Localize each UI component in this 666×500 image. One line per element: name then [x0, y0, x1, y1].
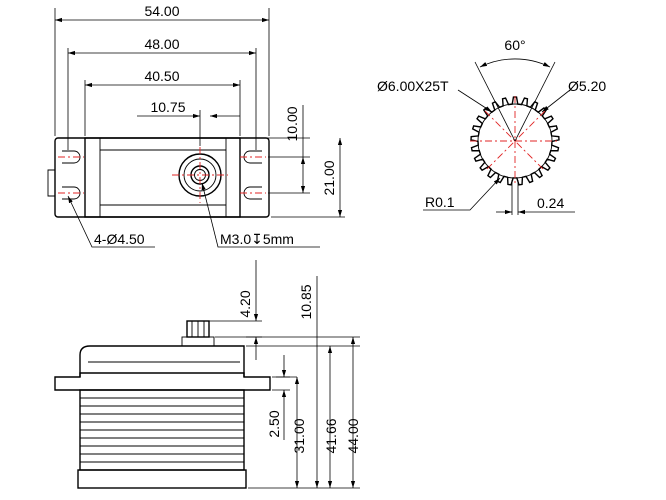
dim-label-shaft-height: 10.85 — [298, 284, 314, 319]
dim-label-overall-width: 54.00 — [144, 3, 179, 19]
spline-detail: 60° Ø6.00X25T Ø5.20 R0.1 0.24 — [377, 37, 606, 215]
dim-label-case-height: 41.66 — [323, 418, 339, 453]
callout-output-thread: M3.0↧5mm — [220, 231, 294, 247]
cooling-fins — [80, 397, 244, 463]
dim-label-total-height: 44.00 — [345, 418, 361, 453]
mount-hole-top-right — [240, 150, 266, 164]
spline-spec-label: Ø6.00X25T — [377, 78, 449, 94]
dim-label-body-depth: 21.00 — [321, 160, 337, 195]
dim-label-flange-thickness: 2.50 — [266, 410, 282, 437]
outer-diameter-label: Ø5.20 — [568, 78, 606, 94]
dim-label-shaft-offset: 10.75 — [150, 99, 185, 115]
leader-output-thread — [201, 182, 320, 248]
dim-label-hole-spacing: 48.00 — [144, 36, 179, 52]
angle-label: 60° — [504, 37, 525, 53]
mount-hole-bottom-left — [58, 186, 84, 200]
dim-label-hole-pitch: 10.00 — [284, 106, 300, 141]
mount-hole-bottom-right — [240, 186, 266, 200]
tooth-width-label: 0.24 — [537, 195, 564, 211]
side-flange — [54, 372, 271, 391]
dim-label-body-width: 40.50 — [144, 68, 179, 84]
angle-arc — [479, 58, 551, 68]
top-view: 54.00 48.00 40.50 10.75 10.00 21.00 4-Ø4… — [47, 3, 345, 248]
mount-hole-top-left — [58, 150, 84, 164]
servo-body-outline — [84, 137, 241, 218]
wire-exit — [47, 169, 55, 197]
output-shaft — [172, 147, 228, 203]
dim-label-spline-height: 4.20 — [237, 290, 253, 317]
dim-label-flange-height: 31.00 — [291, 418, 307, 453]
root-radius-label: R0.1 — [425, 194, 455, 210]
leader-mount-holes — [67, 195, 155, 248]
side-bottom-cap — [77, 469, 247, 489]
side-top-cover — [79, 345, 245, 377]
side-view: 4.20 10.85 2.50 31.00 41.66 44.00 — [54, 260, 361, 489]
callout-mount-holes: 4-Ø4.50 — [94, 231, 145, 247]
